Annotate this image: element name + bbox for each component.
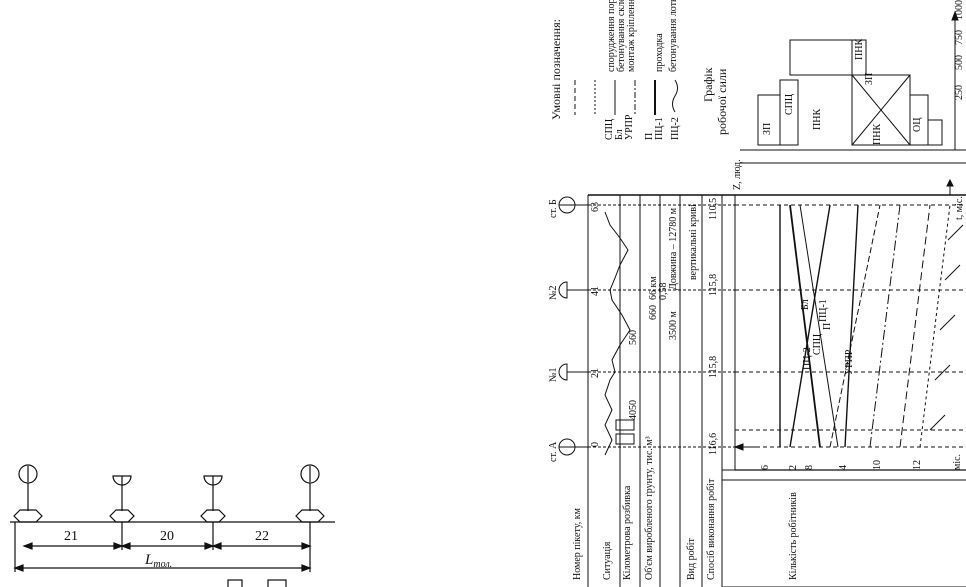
gantt-time-label: t, міс. [954,196,965,220]
workforce-title: Графік [701,67,715,102]
schedule-frame [587,194,966,587]
workforce-tick-250: 250 [954,85,965,100]
elevation-1: 116,6 [708,433,719,455]
gantt-tick-2: 2 [788,465,799,470]
workforce-label-7: ОЦ [912,118,923,132]
legend-code-1: СПЦ [604,119,615,140]
total-length-label: Lтол. [144,552,172,570]
gantt-y-label: Кількість робітників [788,492,799,580]
workforce-tick-1000: 1000 [954,0,965,20]
distance-1: 4050 [628,400,639,420]
legend-desc-4: проходка [654,33,665,72]
gantt-series-1: П [822,323,833,330]
span-label-2: 20 [160,529,174,544]
elevation-2: 115,8 [708,356,719,378]
gantt-tick-6: 6 [760,465,771,470]
workforce-label-3: СПЦ [784,94,795,115]
legend-code-6: ПЦ-2 [670,117,681,140]
workforce-label-2: ЗП [762,123,773,135]
legend-desc-3: монтаж кріплення [626,0,637,72]
note-ratio: 0,58 [658,283,669,301]
span-label-3: 22 [255,529,269,544]
schedule-lines [733,178,966,471]
workforce-tick-500: 500 [954,55,965,70]
profile-stations [558,196,635,456]
gantt-series-3: СПЦ [812,334,823,355]
row-label-4: Об'єм виробленого ґрунту, тис. м³ [644,436,655,580]
legend-title: Умовні позначення: [549,19,563,120]
station-name-a: ст. А [548,441,559,462]
gantt-tick-8: 8 [804,465,815,470]
note-vertical: вертикальні кривi [688,204,699,280]
station-marker-2 [109,475,135,523]
station-name-1: №1 [548,367,559,382]
gantt-series-2: Бл [800,299,811,310]
workforce-subtitle: робочої сили [715,68,729,135]
legend-desc-5: бетонування лотка [668,0,679,72]
legend-lines [574,79,678,115]
legend-desc-1: спорудження порталу [606,0,617,72]
station-km-63: 63 [590,202,601,212]
row-label-3: Кілометрова розбивка [622,485,633,580]
station-marker-3 [200,475,226,523]
distance-3: 660 [648,305,659,320]
length-summary: Довжина – 12780 м [668,207,679,290]
gantt-series-5: ПЦ-2 [802,347,813,370]
workforce-chart [740,10,966,164]
note-km: 66 км [648,276,659,300]
workforce-label-5: ПНК [872,124,883,145]
workforce-label-4: ПНК [812,109,823,130]
station-marker-1 [13,464,43,523]
span-label-1: 21 [64,529,78,544]
gantt-series-4: ПЦ-1 [818,299,829,322]
station-km-41: 41 [590,286,601,296]
legend-desc-2: бетонування склепіння [616,0,627,72]
legend-code-2: Бл [614,129,625,140]
gantt-tick-4: 4 [838,465,849,470]
workforce-tick-750: 750 [954,30,965,45]
workforce-axis-unit: Z, люд. [732,159,743,190]
gantt-series-6: УРПР [844,349,855,375]
row-label-6: Спосіб виконання робіт [706,478,717,580]
station-name-2: №2 [548,285,559,300]
elevation-4: 110,5 [708,198,719,220]
distance-2: 560 [628,330,639,345]
row-label-5: Вид робіт [686,538,697,580]
gantt-tick-10: 10 [872,460,883,470]
station-name-b: ст. Б [548,199,559,218]
workforce-label-1: ПНК [854,39,865,60]
legend-code-3: УРПР [624,114,635,140]
row-label-2: Ситуація [602,541,613,580]
station-marker-4 [295,464,325,523]
elevation-3: 115,8 [708,274,719,296]
note-length: 3500 м [668,311,679,341]
gantt-tick-12: 12 [912,460,923,470]
gantt-unit: міс. [952,454,963,470]
workforce-label-6: ЗП [864,73,875,85]
legend-code-5: ПЦ-1 [654,117,665,140]
station-km-0: 0 [590,442,601,447]
row-label-1: Номер пікету, км [572,507,583,580]
legend-code-4: П [644,133,655,140]
station-km-21: 21 [590,368,601,378]
tunnel-scheme [10,464,335,587]
